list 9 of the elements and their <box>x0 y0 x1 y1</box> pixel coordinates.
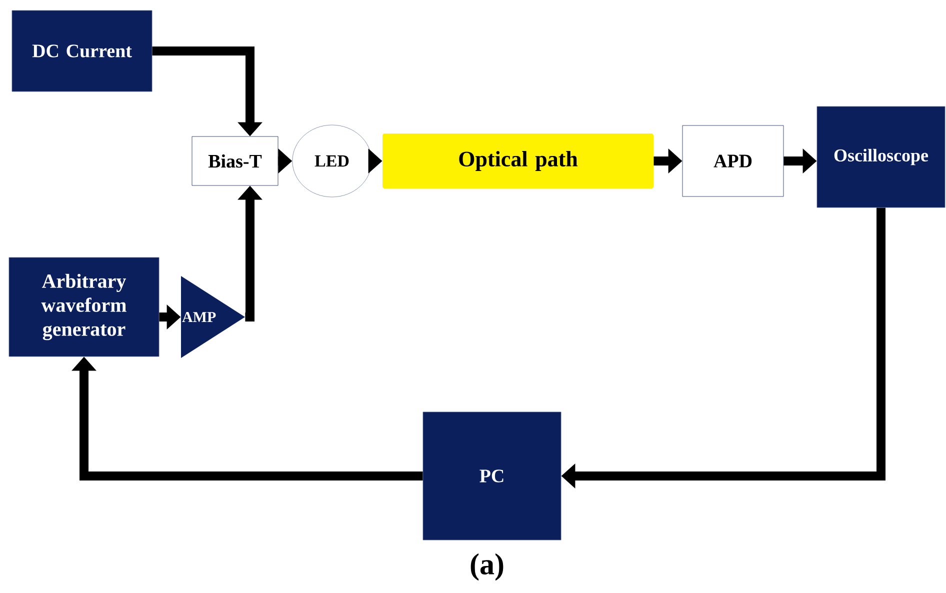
component-box: Bias-T <box>192 136 278 186</box>
source-box: DC Current <box>12 10 152 92</box>
generator-box: Arbitrary waveform generator <box>8 257 160 357</box>
amplifier-triangle: AMP <box>181 276 245 358</box>
pc-box: PC <box>422 412 562 540</box>
detector-box: APD <box>682 125 784 197</box>
oscilloscope-box: Oscilloscope <box>816 106 946 208</box>
optical-path-bar: Optical path <box>382 134 654 188</box>
caption: (a) <box>470 553 504 581</box>
